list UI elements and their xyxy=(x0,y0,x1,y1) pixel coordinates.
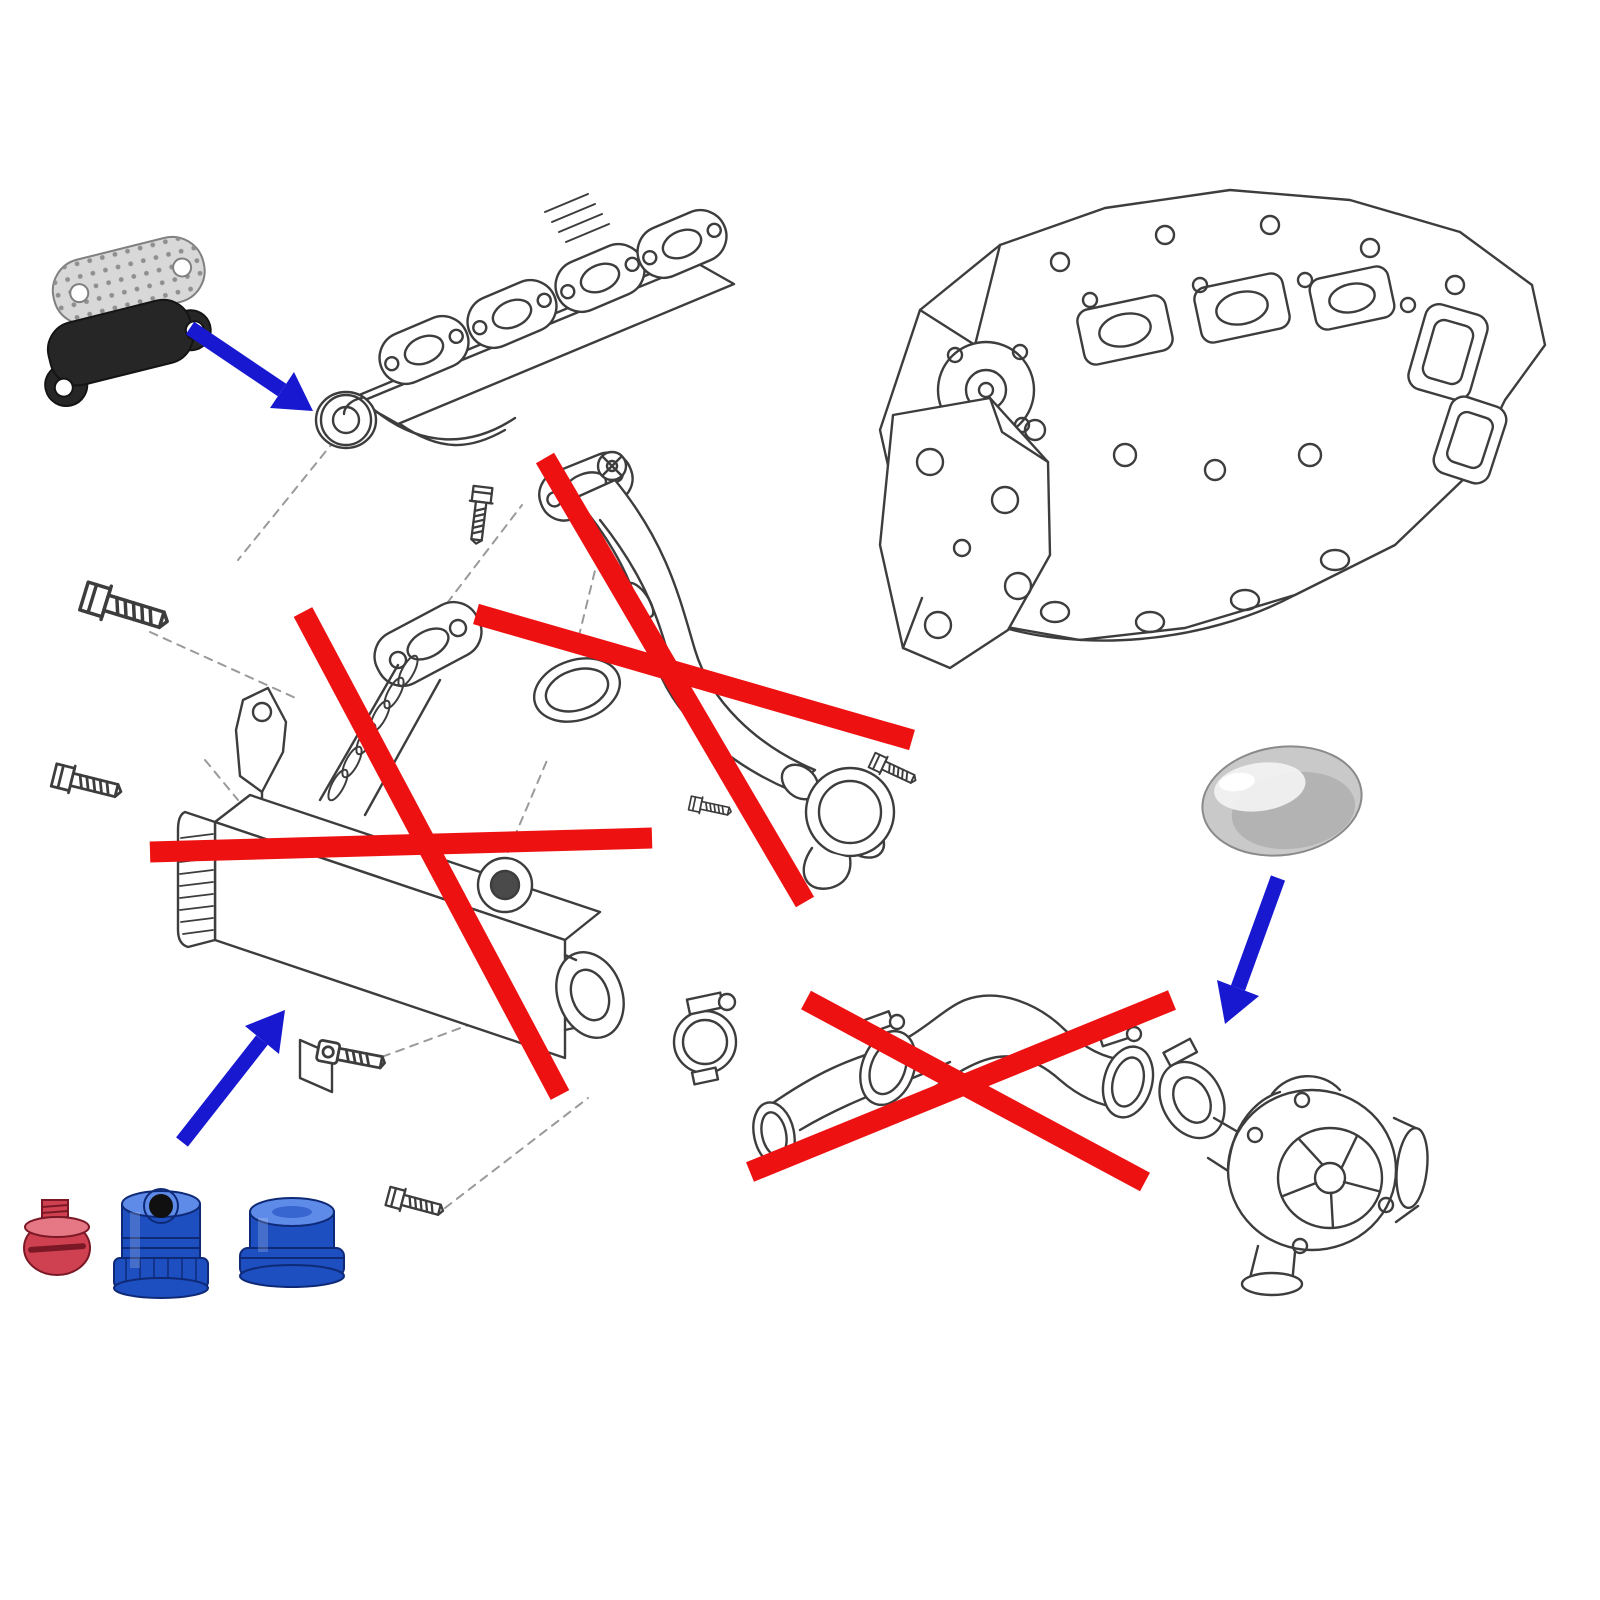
bolt xyxy=(49,760,126,807)
plug-blue-cap xyxy=(239,1197,345,1288)
line-art-root xyxy=(49,188,1547,1297)
cylinder-head xyxy=(878,188,1547,670)
phillips-screw xyxy=(596,450,628,482)
blanking-cap xyxy=(1201,745,1363,857)
plug-red xyxy=(23,1199,91,1276)
pipe-clamp xyxy=(802,750,921,890)
downpipe-clamp-right xyxy=(1097,1022,1155,1119)
cross-egr-pipe-upper xyxy=(473,452,915,908)
v-band-clamp xyxy=(672,991,738,1086)
bolt xyxy=(77,577,175,640)
egr-port xyxy=(314,390,378,450)
bolt xyxy=(383,1183,448,1223)
plug-blue-fitting xyxy=(113,1188,209,1299)
mounting-bracket xyxy=(878,396,1052,670)
arrow-plate-to-manifold xyxy=(185,321,313,411)
exhaust-manifold xyxy=(314,193,736,450)
egr-valve xyxy=(1158,1037,1429,1297)
pipe-gasket-ring xyxy=(532,657,622,723)
arrow-cap-to-valve xyxy=(1217,875,1286,1024)
arrow-plugs-to-cooler xyxy=(176,1010,285,1147)
cross-egr-pipe-lower xyxy=(746,990,1176,1192)
cross-egr-cooler xyxy=(149,607,653,1100)
bolt xyxy=(463,484,496,547)
bolt xyxy=(687,793,734,821)
hatch-marks xyxy=(544,193,610,243)
